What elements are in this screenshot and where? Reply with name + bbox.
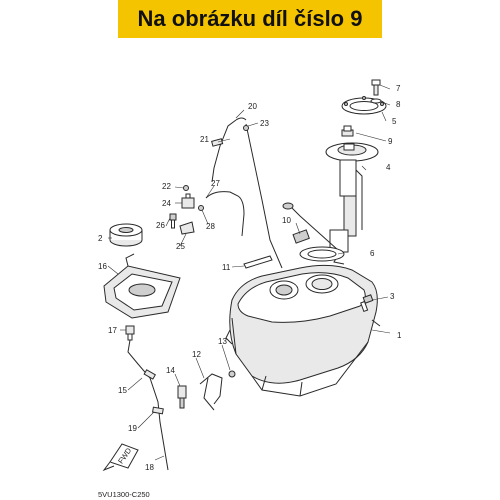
callout-17: 17: [108, 326, 117, 335]
title-banner: Na obrázku díl číslo 9: [118, 0, 382, 38]
callout-10: 10: [282, 216, 291, 225]
fuel-pump[interactable]: [282, 142, 379, 265]
clip-22[interactable]: [183, 185, 189, 191]
fwd-arrow-icon: FWD: [102, 443, 139, 472]
callout-16: 16: [98, 262, 107, 271]
bracket-25[interactable]: [179, 221, 195, 235]
callout-14: 14: [166, 366, 175, 375]
callout-24: 24: [162, 199, 171, 208]
callout-8: 8: [396, 100, 401, 109]
callout-9: 9: [388, 137, 393, 146]
bolt-26[interactable]: [169, 213, 177, 229]
fitting-14[interactable]: [177, 385, 187, 409]
callout-11: 11: [222, 263, 231, 272]
callout-26: 26: [156, 221, 165, 230]
connector-10[interactable]: [292, 229, 310, 244]
callout-21: 21: [200, 135, 209, 144]
clamp-15[interactable]: [143, 369, 157, 380]
bolt-7[interactable]: [371, 79, 381, 96]
nipple-17[interactable]: [125, 325, 135, 341]
bolt-3[interactable]: [360, 294, 374, 313]
title-text: Na obrázku díl číslo 9: [137, 6, 363, 31]
bracket-12[interactable]: [199, 373, 223, 411]
breather-pipe-20[interactable]: [245, 123, 283, 269]
fuel-tank[interactable]: [225, 264, 381, 397]
clamp-19[interactable]: [151, 406, 164, 415]
valve-24[interactable]: [181, 193, 195, 209]
callout-13: 13: [218, 337, 227, 346]
callout-6: 6: [370, 249, 375, 258]
callout-12: 12: [192, 350, 201, 359]
callout-18: 18: [145, 463, 154, 472]
rubber-strip-11[interactable]: [243, 255, 273, 269]
callout-19: 19: [128, 424, 137, 433]
callout-5: 5: [392, 117, 397, 126]
callout-1: 1: [397, 331, 402, 340]
pump-gasket[interactable]: [299, 246, 345, 262]
clip-28[interactable]: [198, 205, 204, 211]
washer-8[interactable]: [370, 98, 382, 104]
breather-hose[interactable]: [211, 117, 247, 183]
callout-7: 7: [396, 84, 401, 93]
clip-23[interactable]: [243, 125, 249, 131]
callout-4: 4: [386, 163, 391, 172]
callout-22: 22: [162, 182, 171, 191]
callout-23: 23: [260, 119, 269, 128]
callout-20: 20: [248, 102, 257, 111]
callout-27: 27: [211, 179, 220, 188]
callout-3: 3: [390, 292, 395, 301]
clip-13[interactable]: [228, 370, 236, 378]
callout-25: 25: [176, 242, 185, 251]
callout-2: 2: [98, 234, 103, 243]
cap-case[interactable]: [103, 253, 181, 319]
hose-27[interactable]: [205, 191, 245, 237]
diagram-code: 5VU1300-C250: [98, 490, 150, 499]
part-9[interactable]: [341, 125, 354, 137]
fuel-cap[interactable]: [109, 223, 143, 247]
callout-28: 28: [206, 222, 215, 231]
callout-15: 15: [118, 386, 127, 395]
